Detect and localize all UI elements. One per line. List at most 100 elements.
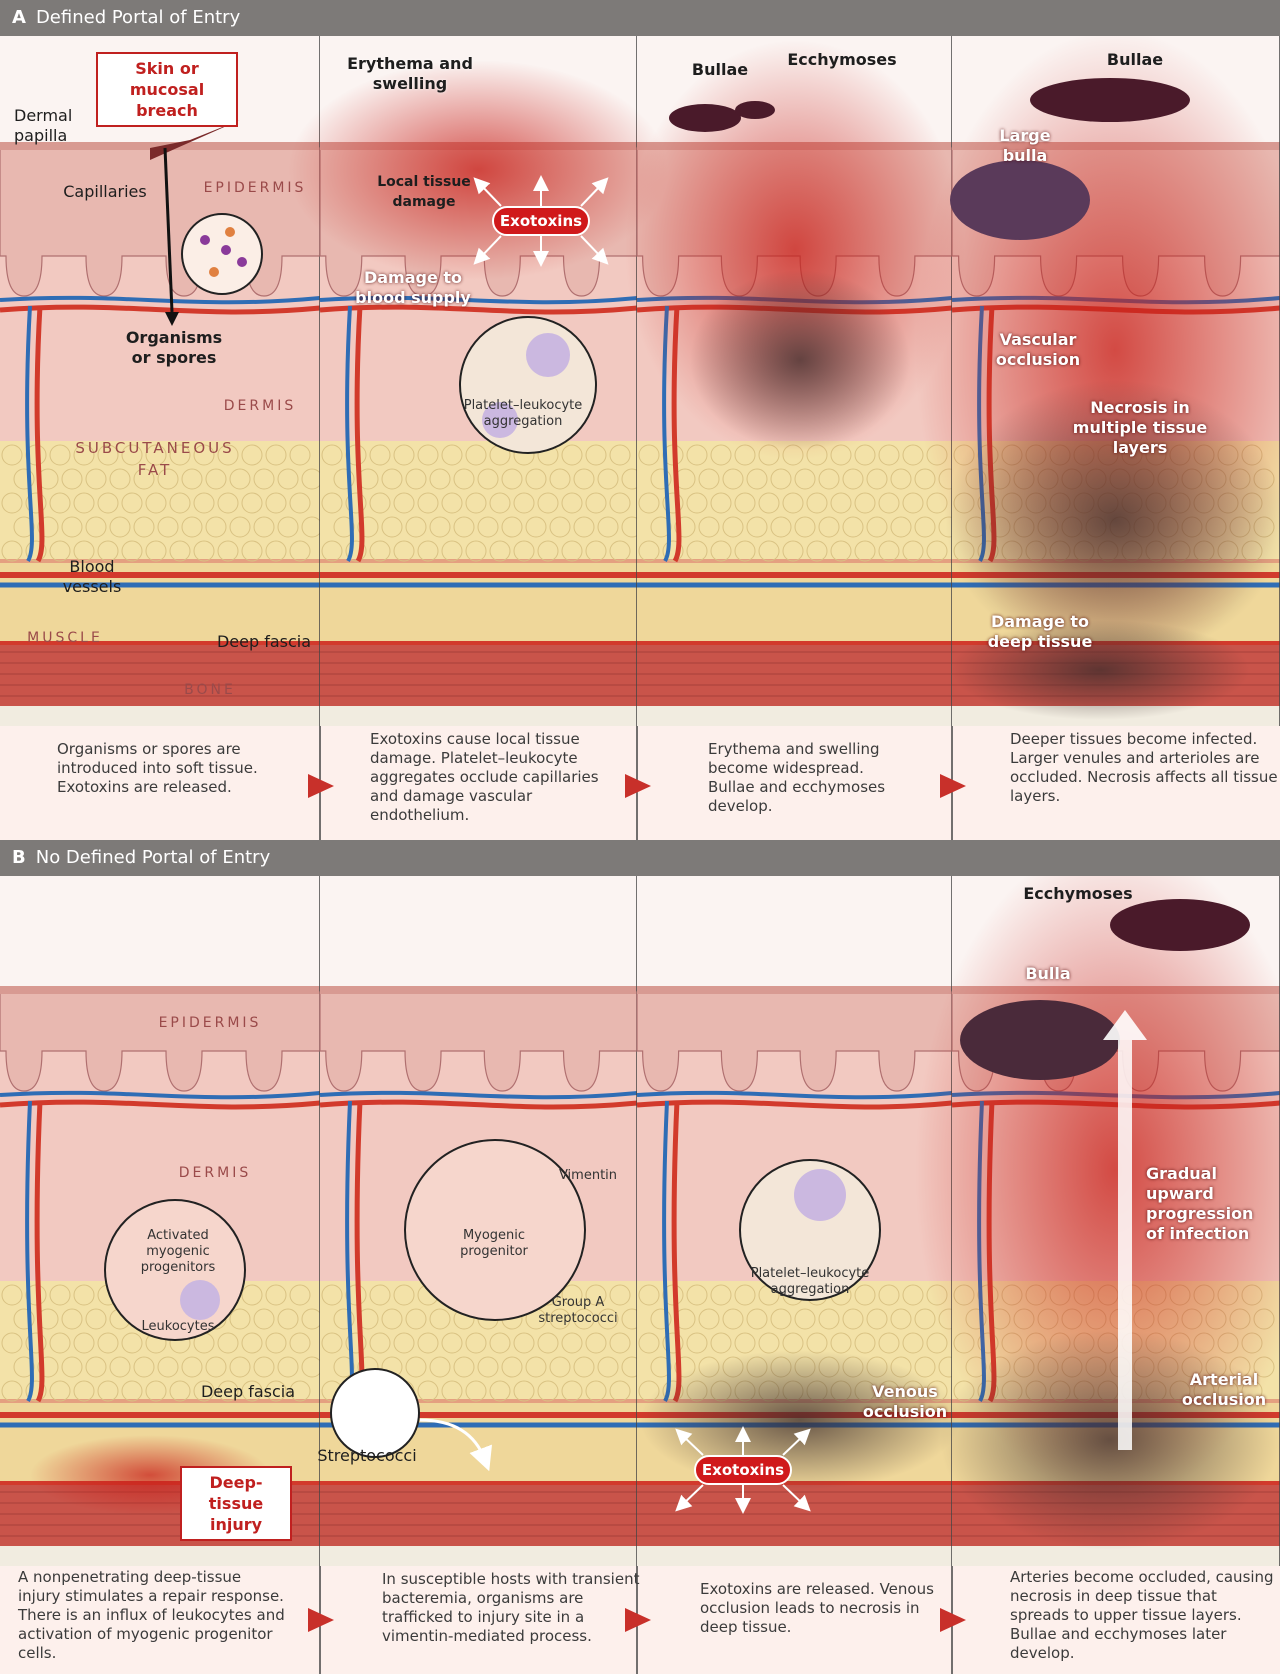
row-a-col2-fat-cell bbox=[609, 444, 631, 466]
b3-exotoxin-ray bbox=[675, 1428, 704, 1456]
myogenic-label: Myogenic progenitor bbox=[460, 1228, 528, 1259]
row-b-col1-artery-vertical bbox=[34, 1100, 45, 1403]
transition-arrow bbox=[940, 1608, 966, 1632]
row-a-col2-fat-cell bbox=[381, 468, 403, 490]
streptococci-label: Streptococci bbox=[317, 1446, 417, 1465]
row-a-col2-fat-cell bbox=[585, 540, 607, 562]
row-a-col1-vein-vertical bbox=[25, 305, 34, 563]
row-b-col1-stratum bbox=[0, 986, 320, 994]
row-a-col3-fat-cell bbox=[830, 540, 852, 562]
row-a-col3-fat-cell bbox=[782, 492, 804, 514]
caption-b4: Arteries become occluded, causing necros… bbox=[1010, 1568, 1274, 1662]
row-a-col3-fat-cell bbox=[710, 444, 732, 466]
row-b-col1-fat-cell bbox=[85, 1308, 107, 1330]
b2-vimentin-inset bbox=[404, 1139, 586, 1321]
row-a-col1-fat-cell bbox=[253, 468, 275, 490]
row-a-col2-fat-cell bbox=[597, 516, 619, 538]
row-a-col2-fat-cell bbox=[513, 492, 535, 514]
row-b-col1-fat-cell bbox=[265, 1332, 287, 1354]
row-a-col3-fat-cell bbox=[662, 540, 684, 562]
row-a-col2-fat-cell bbox=[525, 516, 547, 538]
row-a-col3-fat-cell bbox=[734, 492, 756, 514]
row-b-col2-fat-cell bbox=[561, 1284, 583, 1306]
a3-bulla-1 bbox=[669, 104, 741, 132]
row-a-col1-fat-cell bbox=[49, 492, 71, 514]
row-a-col3-fat-cell bbox=[710, 540, 732, 562]
row-a-col1-fat-cell bbox=[265, 540, 287, 562]
row-a-col1-fat-cell bbox=[145, 492, 167, 514]
row-b-col1-fat-cell bbox=[85, 1356, 107, 1378]
row-a-col1-fat-cell bbox=[289, 540, 311, 562]
caption-a1: Organisms or spores are introduced into … bbox=[57, 740, 258, 796]
row-a-col2-fat-cell bbox=[453, 468, 475, 490]
row-a-col2-fat-cell bbox=[333, 468, 355, 490]
row-a-col2-fat-cell bbox=[585, 444, 607, 466]
breach-label: Skin or mucosal breach bbox=[96, 52, 238, 127]
row-b-col1-artery-upper bbox=[0, 1099, 321, 1110]
muscle-label-a: MUSCLE bbox=[27, 630, 103, 646]
row-a-col1-fat-cell bbox=[289, 444, 311, 466]
a1-organism bbox=[221, 245, 231, 255]
necrosis-label: Necrosis in multiple tissue layers bbox=[1072, 398, 1208, 457]
row-a-col1-fat-cell bbox=[265, 444, 287, 466]
row-b-col3-fat-cell bbox=[638, 1332, 660, 1354]
row-a-col2-fat-cell bbox=[549, 516, 571, 538]
row-b-col2-stratum bbox=[320, 986, 637, 994]
row-b-col3-fat-cell bbox=[650, 1308, 672, 1330]
row-b-col2-fat-cell bbox=[561, 1332, 583, 1354]
a1-organism bbox=[209, 267, 219, 277]
a3-bulla-2 bbox=[735, 101, 775, 119]
row-b-col2-fat-cell bbox=[513, 1332, 535, 1354]
row-a-col2-bone bbox=[320, 706, 637, 726]
row-b-col3-fat-cell bbox=[902, 1284, 924, 1306]
row-b-col3-fat-cell bbox=[866, 1308, 888, 1330]
row-b-col1-fat-cell bbox=[49, 1332, 71, 1354]
row-a-col1-fat-cell bbox=[277, 516, 299, 538]
row-b-col2-fat-cell bbox=[465, 1380, 487, 1402]
ecchymoses-label-a3: Ecchymoses bbox=[787, 50, 897, 69]
blood-supply-label: Damage to blood supply bbox=[355, 268, 471, 307]
group-a-label: Group A streptococci bbox=[538, 1295, 618, 1326]
row-b-col3-fat-cell bbox=[890, 1308, 912, 1330]
row-a-col1-fat-cell bbox=[13, 516, 35, 538]
row-a-col1-fat-cell bbox=[145, 540, 167, 562]
row-a-col1-fat-cell bbox=[169, 444, 191, 466]
row-a-col2-fat-cell bbox=[561, 444, 583, 466]
row-a-col1-fat-cell bbox=[1, 444, 23, 466]
bone-label: BONE bbox=[184, 682, 236, 698]
row-a-col1-fat-cell bbox=[169, 492, 191, 514]
a1-entry-arrowhead bbox=[165, 312, 179, 326]
row-a-col3-fat-cell bbox=[902, 540, 924, 562]
transition-arrow bbox=[625, 774, 651, 798]
row-b-col3-fat-cell bbox=[734, 1284, 756, 1306]
row-a-col2-fat-cell bbox=[609, 540, 631, 562]
row-a-col1-fat-cell bbox=[121, 444, 143, 466]
transition-arrow bbox=[940, 774, 966, 798]
row-b-col1-fat-cell bbox=[73, 1332, 95, 1354]
row-a-col3-fat-cell bbox=[638, 492, 660, 514]
row-a-col3-fat-cell bbox=[854, 444, 876, 466]
row-b-col1-fat-cell bbox=[241, 1284, 263, 1306]
row-b-col2-fat-cell bbox=[513, 1380, 535, 1402]
epidermis-label-b: EPIDERMIS bbox=[158, 1015, 262, 1031]
row-a-col3-fat-cell bbox=[770, 516, 792, 538]
row-a-col3-fat-cell bbox=[746, 468, 768, 490]
row-a-col3-fat-cell bbox=[854, 540, 876, 562]
row-a-col2-fat-cell bbox=[369, 492, 391, 514]
row-a-col1-fat-cell bbox=[205, 468, 227, 490]
row-b-col1-fat-cell bbox=[277, 1356, 299, 1378]
row-a-col2-fat-cell bbox=[333, 516, 355, 538]
row-a-col2-fat-cell bbox=[501, 516, 523, 538]
row-a-col2-fat-cell bbox=[477, 516, 499, 538]
bulla-label-b4: Bulla bbox=[1025, 964, 1071, 983]
row-b-col2-fat-cell bbox=[441, 1332, 463, 1354]
row-b-col3-fat-cell bbox=[914, 1308, 936, 1330]
row-a-col2-fat-cell bbox=[549, 468, 571, 490]
row-b-col1-fat-cell bbox=[241, 1332, 263, 1354]
row-b-col2-fat-cell bbox=[561, 1380, 583, 1402]
row-b-col2-air bbox=[320, 876, 637, 992]
row-b-col1-fat-cell bbox=[241, 1380, 263, 1402]
row-a-col2-fat-cell bbox=[477, 468, 499, 490]
a2-platelet-inset bbox=[459, 316, 597, 454]
